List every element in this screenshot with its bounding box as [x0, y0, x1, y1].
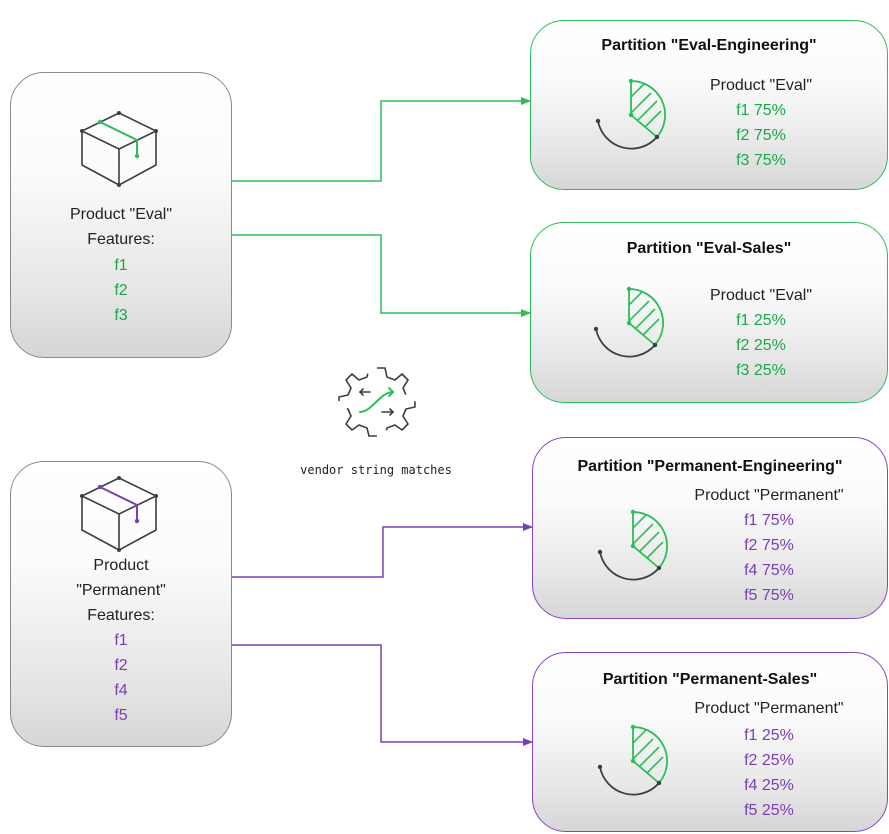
partition-product: Product "Eval"	[709, 287, 813, 304]
product-permanent-feature: f4	[114, 682, 128, 699]
pie-chart-icon	[597, 724, 668, 796]
partition-eval-engineering-box: Partition "Eval-Engineering" Product "Ev…	[530, 20, 888, 190]
partition-permanent-sales-box: Partition "Permanent-Sales" Product "Per…	[532, 652, 888, 832]
arrow-permanent-to-permanent-sales	[232, 644, 533, 746]
product-eval-feature: f1	[114, 257, 128, 274]
product-eval-feature: f3	[114, 307, 128, 324]
partition-feature: f2 25%	[736, 337, 786, 354]
partition-permanent-engineering-box: Partition "Permanent-Engineering" Produc…	[532, 437, 888, 619]
partition-feature: f4 25%	[744, 777, 794, 794]
partition-feature: f1 75%	[736, 102, 786, 119]
product-eval-feature: f2	[114, 282, 128, 299]
product-eval-box: Product "Eval" Features: f1 f2 f3	[10, 72, 232, 358]
product-permanent-feature: f5	[114, 707, 128, 724]
vendor-string-caption: vendor string matches	[300, 463, 452, 477]
arrow-eval-to-eval-engineering	[232, 97, 531, 182]
partition-title: Partition "Permanent-Sales"	[602, 671, 818, 688]
product-permanent-name: "Permanent"	[76, 582, 166, 599]
pie-chart-icon	[593, 286, 664, 358]
partition-eval-sales-box: Partition "Eval-Sales" Product "Eval" f1…	[530, 222, 888, 403]
partition-feature: f5 75%	[744, 587, 794, 604]
product-permanent-box: Product "Permanent" Features: f1 f2 f4 f…	[10, 461, 232, 747]
pie-chart-icon	[595, 78, 666, 150]
partition-product: Product "Eval"	[709, 77, 813, 94]
gear-shuffle-icon	[338, 367, 416, 437]
partition-title: Partition "Eval-Sales"	[626, 240, 792, 257]
arrow-eval-to-eval-sales	[232, 234, 531, 317]
product-eval-features-label: Features:	[87, 231, 155, 248]
product-eval-name: Product "Eval"	[69, 206, 173, 223]
partition-title: Partition "Permanent-Engineering"	[577, 458, 843, 475]
product-permanent-features-label: Features:	[87, 607, 155, 624]
partition-product: Product "Permanent"	[694, 487, 844, 504]
product-permanent-feature: f2	[114, 657, 128, 674]
partition-product: Product "Permanent"	[694, 700, 844, 717]
partition-feature: f2 75%	[736, 127, 786, 144]
partition-title: Partition "Eval-Engineering"	[601, 37, 817, 54]
arrow-permanent-to-permanent-engineering	[232, 523, 533, 578]
product-permanent-feature: f1	[114, 632, 128, 649]
partition-feature: f1 25%	[736, 312, 786, 329]
partition-feature: f3 75%	[736, 152, 786, 169]
partition-feature: f2 25%	[744, 752, 794, 769]
partition-feature: f5 25%	[744, 802, 794, 819]
box-icon	[80, 111, 158, 187]
partition-feature: f1 75%	[744, 512, 794, 529]
partition-feature: f3 25%	[736, 362, 786, 379]
box-icon	[80, 476, 158, 552]
pie-chart-icon	[597, 509, 668, 581]
partition-feature: f1 25%	[744, 727, 794, 744]
partition-feature: f4 75%	[744, 562, 794, 579]
partition-feature: f2 75%	[744, 537, 794, 554]
product-permanent-name: Product	[93, 557, 149, 574]
